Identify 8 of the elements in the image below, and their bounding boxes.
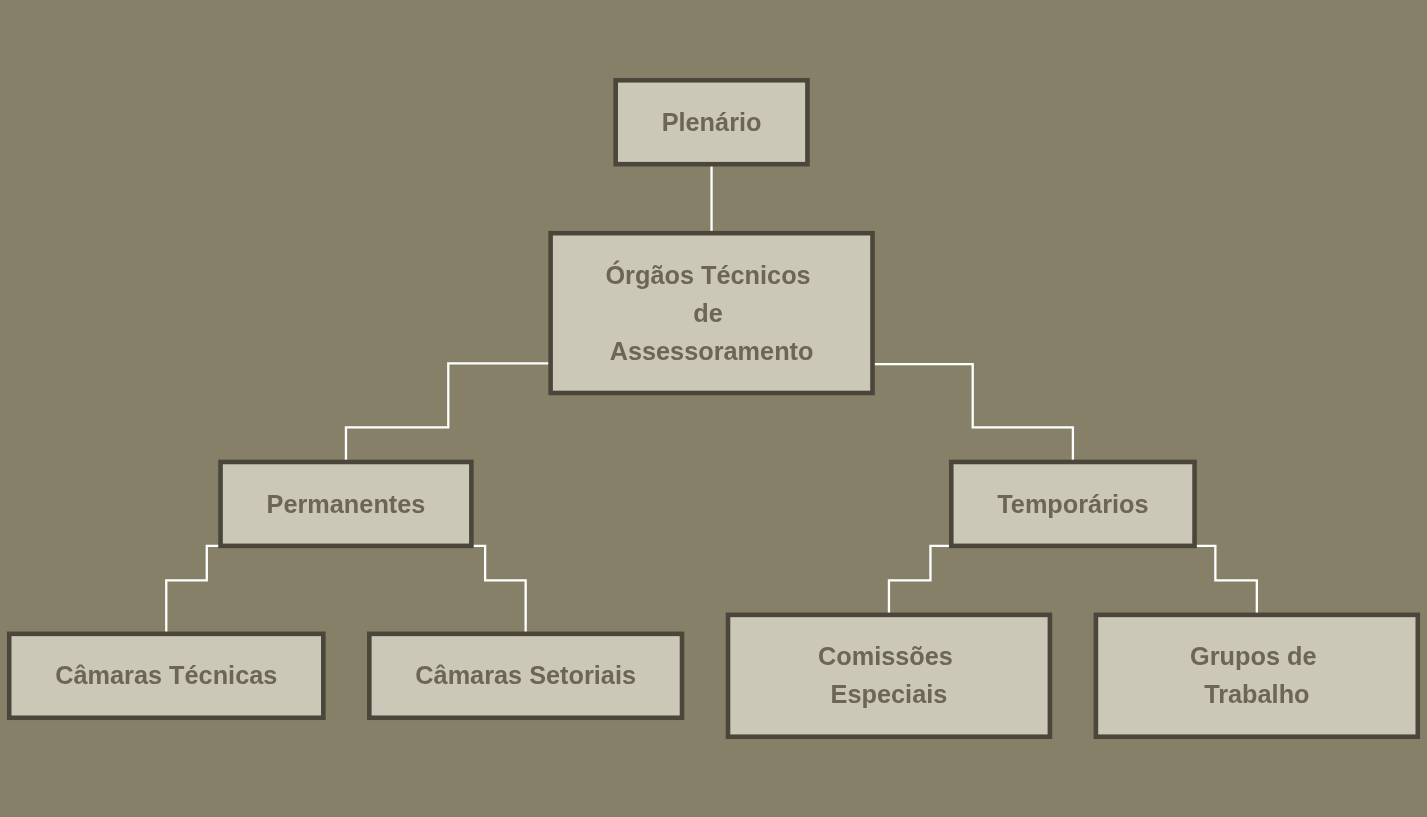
node-box: Comissões Especiais	[725, 612, 1053, 740]
node-box: Órgãos Técnicos de Assessoramento	[548, 230, 875, 396]
node-box: Permanentes	[218, 459, 474, 549]
node-box: Câmaras Técnicas	[6, 631, 326, 721]
node-box: Grupos de Trabalho	[1093, 612, 1421, 740]
node-box: Plenário	[613, 77, 810, 167]
node-box: Temporários	[948, 459, 1197, 549]
node-box: Câmaras Setoriais	[367, 631, 685, 721]
